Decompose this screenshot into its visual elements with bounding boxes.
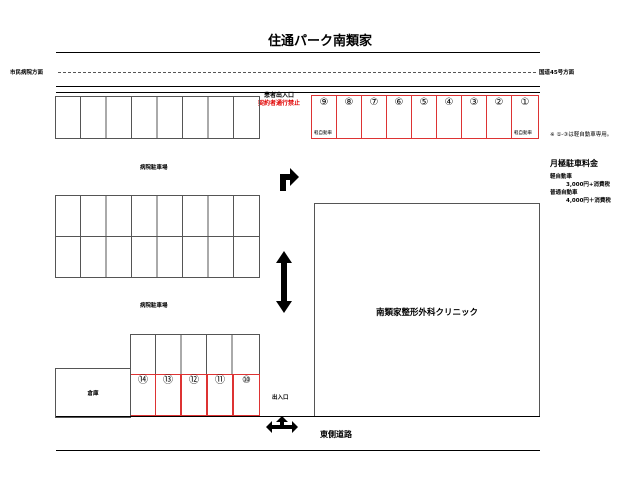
vertical-double-arrow-icon <box>275 251 293 317</box>
parking-grid-svg <box>55 96 260 139</box>
turn-arrow-icon <box>276 164 300 196</box>
space-6[interactable]: ⑥ <box>386 95 412 139</box>
space-number: ⑧ <box>344 97 354 108</box>
space-number: ⑬ <box>163 375 173 386</box>
hospital-parking-top-row <box>55 96 261 144</box>
warehouse-label: 倉庫 <box>87 391 99 397</box>
lot-bottom-line <box>56 416 540 417</box>
space-number: ③ <box>469 97 479 108</box>
patient-exit-label: 患者出入口 <box>264 92 295 99</box>
fee-kei-label: 軽自動車 <box>550 174 573 180</box>
clinic-label: 南類家整形外科クリニック <box>375 308 478 318</box>
space-number: ⑭ <box>138 375 148 386</box>
space-10[interactable]: ⑩ <box>233 374 260 416</box>
hospital-parking-middle-grid <box>55 195 261 283</box>
space-7[interactable]: ⑦ <box>361 95 387 139</box>
exit-arrow-svg <box>266 416 298 433</box>
space-8[interactable]: ⑧ <box>336 95 362 139</box>
space-number: ④ <box>444 97 454 108</box>
kei-label: 軽自動車 <box>514 131 532 136</box>
hospital-parking-label-top: 病院駐車場 <box>140 165 168 171</box>
east-road-line <box>56 450 540 451</box>
warehouse: 倉庫 <box>55 368 131 418</box>
space-number: ② <box>494 97 504 108</box>
space-number: ⑩ <box>242 375 251 386</box>
exit-label: 出入口 <box>272 395 289 401</box>
space-number: ⑥ <box>394 97 404 108</box>
space-4[interactable]: ④ <box>436 95 462 139</box>
space-number: ⑪ <box>215 375 225 386</box>
kei-only-note: ※ ①-③は軽自動車専用。 <box>550 132 613 138</box>
road-right-label: 国道45号方面 <box>539 70 575 76</box>
fee-normal-price: 4,000円＋消費税 <box>566 198 611 204</box>
road-edge-line <box>56 86 540 87</box>
exit-arrow-icon <box>266 416 298 440</box>
space-number: ⑤ <box>419 97 429 108</box>
space-5[interactable]: ⑤ <box>411 95 437 139</box>
hospital-parking-label-bottom: 病院駐車場 <box>140 303 168 309</box>
hospital-parking-bottom-grid <box>130 334 260 378</box>
space-2[interactable]: ② <box>486 95 512 139</box>
east-road-label: 東側道路 <box>320 430 352 439</box>
clinic-building: 南類家整形外科クリニック <box>314 203 540 417</box>
contract-spaces-bottom: ⑭ ⑬ ⑫ ⑪ ⑩ <box>130 374 260 416</box>
turn-arrow-svg <box>280 168 299 191</box>
fee-kei-price: 3,000円+消費税 <box>566 182 611 188</box>
parking-grid-svg <box>55 195 260 278</box>
space-13[interactable]: ⑬ <box>155 374 181 416</box>
space-number: ⑦ <box>369 97 379 108</box>
no-pedestrian-label: 契約者通行禁止 <box>258 100 301 107</box>
title-underline <box>56 52 540 53</box>
parking-grid-svg <box>130 334 260 374</box>
space-3[interactable]: ③ <box>461 95 487 139</box>
fee-title: 月極駐車料金 <box>550 159 598 168</box>
space-9[interactable]: ⑨ 軽自動車 <box>311 95 337 139</box>
space-number: ① <box>520 97 530 108</box>
double-arrow-svg <box>276 251 292 313</box>
fee-normal-label: 普通自動車 <box>550 190 578 196</box>
space-12[interactable]: ⑫ <box>181 374 207 416</box>
contract-spaces-top: ⑨ 軽自動車 ⑧ ⑦ ⑥ ⑤ ④ ③ ② ① 軽自動車 <box>311 95 539 139</box>
space-11[interactable]: ⑪ <box>207 374 233 416</box>
space-number: ⑫ <box>189 375 199 386</box>
road-left-label: 市民病院方面 <box>10 70 44 76</box>
space-1[interactable]: ① 軽自動車 <box>511 95 539 139</box>
kei-label: 軽自動車 <box>314 131 332 136</box>
space-number: ⑨ <box>319 97 329 108</box>
space-14[interactable]: ⑭ <box>130 374 156 416</box>
road-edge-line-2 <box>56 92 540 93</box>
road-dashed-line <box>58 72 536 73</box>
page-title: 住通パーク南類家 <box>267 34 372 49</box>
